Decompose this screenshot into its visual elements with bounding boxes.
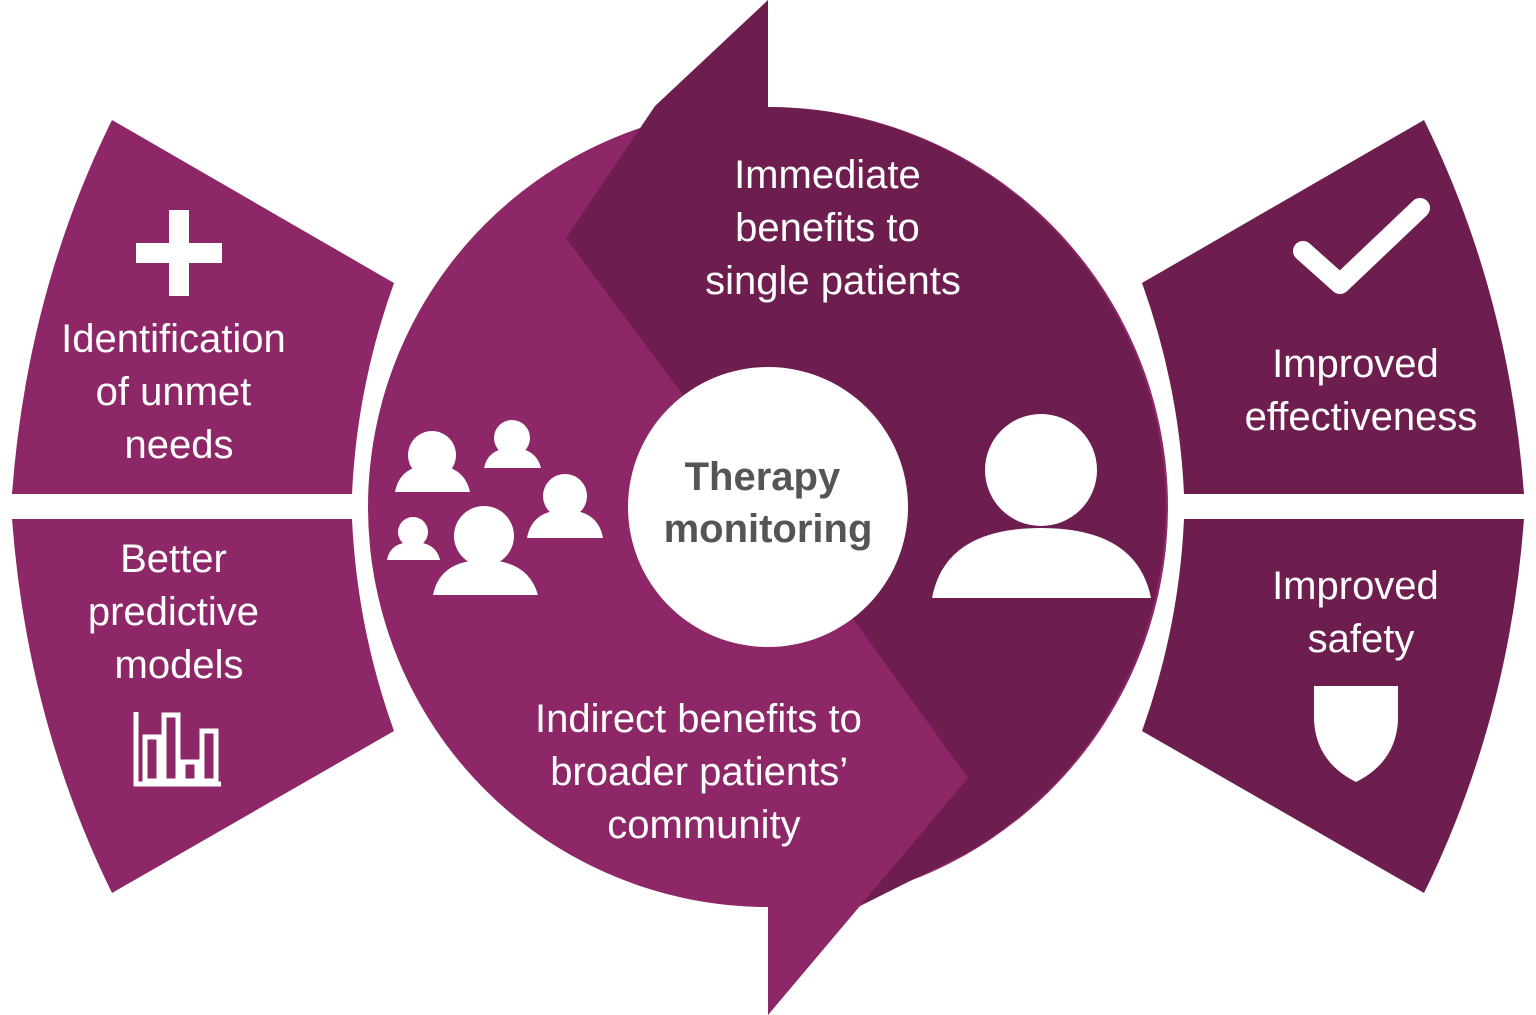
- top-block-label: Immediate benefits to single patients: [705, 153, 961, 303]
- left-panel-top-label: Identification of unmet needs: [61, 317, 297, 467]
- bar-chart-icon: [133, 712, 221, 787]
- bottom-block-line: Indirect benefits to: [535, 697, 862, 741]
- left-panel-top-line: of unmet: [96, 370, 252, 414]
- left-panel-bottom-label: Better predictive models: [88, 537, 270, 687]
- single-person-icon: [932, 414, 1151, 598]
- right-panel-top-label: Improved effectiveness: [1245, 342, 1478, 439]
- top-block-line: Immediate: [734, 153, 921, 197]
- right-panel-bottom-line: safety: [1308, 617, 1415, 661]
- bottom-block-label: Indirect benefits to broader patients’ c…: [535, 697, 873, 847]
- bottom-block-line: broader patients’: [550, 750, 846, 794]
- center-line: Therapy: [685, 455, 841, 499]
- right-panel-bottom-label: Improved safety: [1272, 564, 1450, 661]
- left-panel-bottom-line: predictive: [88, 590, 259, 634]
- group-of-people-icon: [387, 420, 603, 595]
- top-block-line: single patients: [705, 259, 961, 303]
- right-panel-top-line: effectiveness: [1245, 395, 1478, 439]
- top-block-line: benefits to: [735, 206, 920, 250]
- center-line: monitoring: [664, 507, 873, 551]
- center-label: Therapy monitoring: [664, 455, 873, 551]
- bottom-arrow-segment: [420, 400, 968, 1015]
- bottom-block-line: community: [607, 803, 800, 847]
- left-panel-bottom-line: models: [115, 643, 244, 687]
- left-panel-bottom: [12, 519, 394, 893]
- left-panel-top: [12, 120, 394, 494]
- shield-icon: [1314, 686, 1398, 782]
- left-panel-top-line: needs: [125, 423, 234, 467]
- plus-icon: [136, 210, 222, 296]
- checkmark-icon: [1293, 198, 1430, 294]
- left-panel-top-line: Identification: [61, 317, 286, 361]
- right-panel-top-line: Improved: [1272, 342, 1439, 386]
- right-panel-top: [1142, 120, 1524, 494]
- right-panel-bottom-line: Improved: [1272, 564, 1439, 608]
- left-panel-bottom-line: Better: [120, 537, 227, 581]
- center-circle: [628, 367, 908, 647]
